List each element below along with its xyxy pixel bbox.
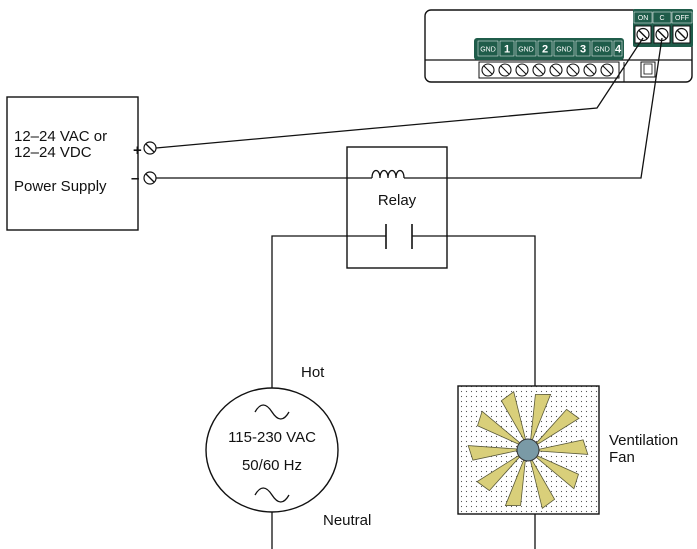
- terminal-gnd-label: GND: [480, 47, 496, 54]
- terminal-on-screw[interactable]: [634, 25, 652, 44]
- terminal-2-label: 2: [542, 44, 548, 56]
- controller-module: ON C OFF: [424, 9, 693, 83]
- ventilation-fan: Ventilation Fan: [457, 385, 678, 515]
- relay-box: [346, 146, 448, 269]
- power-supply-label: Power Supply: [14, 178, 107, 195]
- terminal-c-label: C: [659, 15, 664, 22]
- neutral-label: Neutral: [323, 512, 371, 529]
- output-terminal-strip: GND 1 GND 2 GND 3 GND 4: [474, 38, 624, 60]
- ac-frequency-label: 50/60 Hz: [242, 457, 302, 474]
- plus-terminal-screw[interactable]: [143, 141, 157, 155]
- terminal-on-label: ON: [638, 15, 649, 22]
- connector-port: [640, 61, 656, 78]
- terminal-4-label: 4: [615, 44, 622, 56]
- terminal-c-screw[interactable]: [653, 25, 671, 44]
- hot-label: Hot: [301, 364, 325, 381]
- power-supply-voltage-ac: 12–24 VAC or: [14, 128, 107, 145]
- wire-hot: [271, 235, 386, 388]
- terminal-gnd-label: GND: [556, 47, 572, 54]
- plus-sign: +: [133, 142, 142, 159]
- sine-wave-icon: [254, 404, 290, 420]
- relay-terminal-block: ON C OFF: [633, 9, 693, 47]
- minus-sign: –: [131, 170, 139, 187]
- ac-source: 115-230 VAC 50/60 Hz Hot Neutral: [205, 364, 371, 529]
- ac-source-circle: [205, 387, 339, 513]
- wire-coil-to-c: [404, 37, 663, 179]
- terminal-1-label: 1: [504, 44, 510, 56]
- minus-terminal-screw[interactable]: [143, 171, 157, 185]
- terminal-3-label: 3: [580, 44, 586, 56]
- fan-hub: [516, 438, 540, 462]
- terminal-gnd-label: GND: [594, 47, 610, 54]
- relay: Relay: [346, 146, 448, 269]
- fan-label-line2: Fan: [609, 449, 635, 466]
- wire-contact-to-fan: [412, 235, 536, 386]
- relay-coil: [371, 169, 405, 179]
- fan-label-line1: Ventilation: [609, 432, 678, 449]
- power-supply-voltage-dc: 12–24 VDC: [14, 144, 92, 161]
- terminal-off-screw[interactable]: [672, 25, 691, 44]
- power-supply-box: [6, 96, 139, 231]
- relay-label: Relay: [378, 192, 417, 209]
- terminal-off-label: OFF: [675, 15, 689, 22]
- wire-plus-to-on: [155, 37, 644, 149]
- ac-voltage-label: 115-230 VAC: [228, 429, 316, 446]
- power-supply: 12–24 VAC or 12–24 VDC Power Supply + –: [6, 96, 157, 231]
- sine-wave-icon: [254, 487, 290, 503]
- terminal-gnd-label: GND: [518, 47, 534, 54]
- output-screw-row[interactable]: [478, 61, 625, 82]
- wires: [155, 37, 663, 549]
